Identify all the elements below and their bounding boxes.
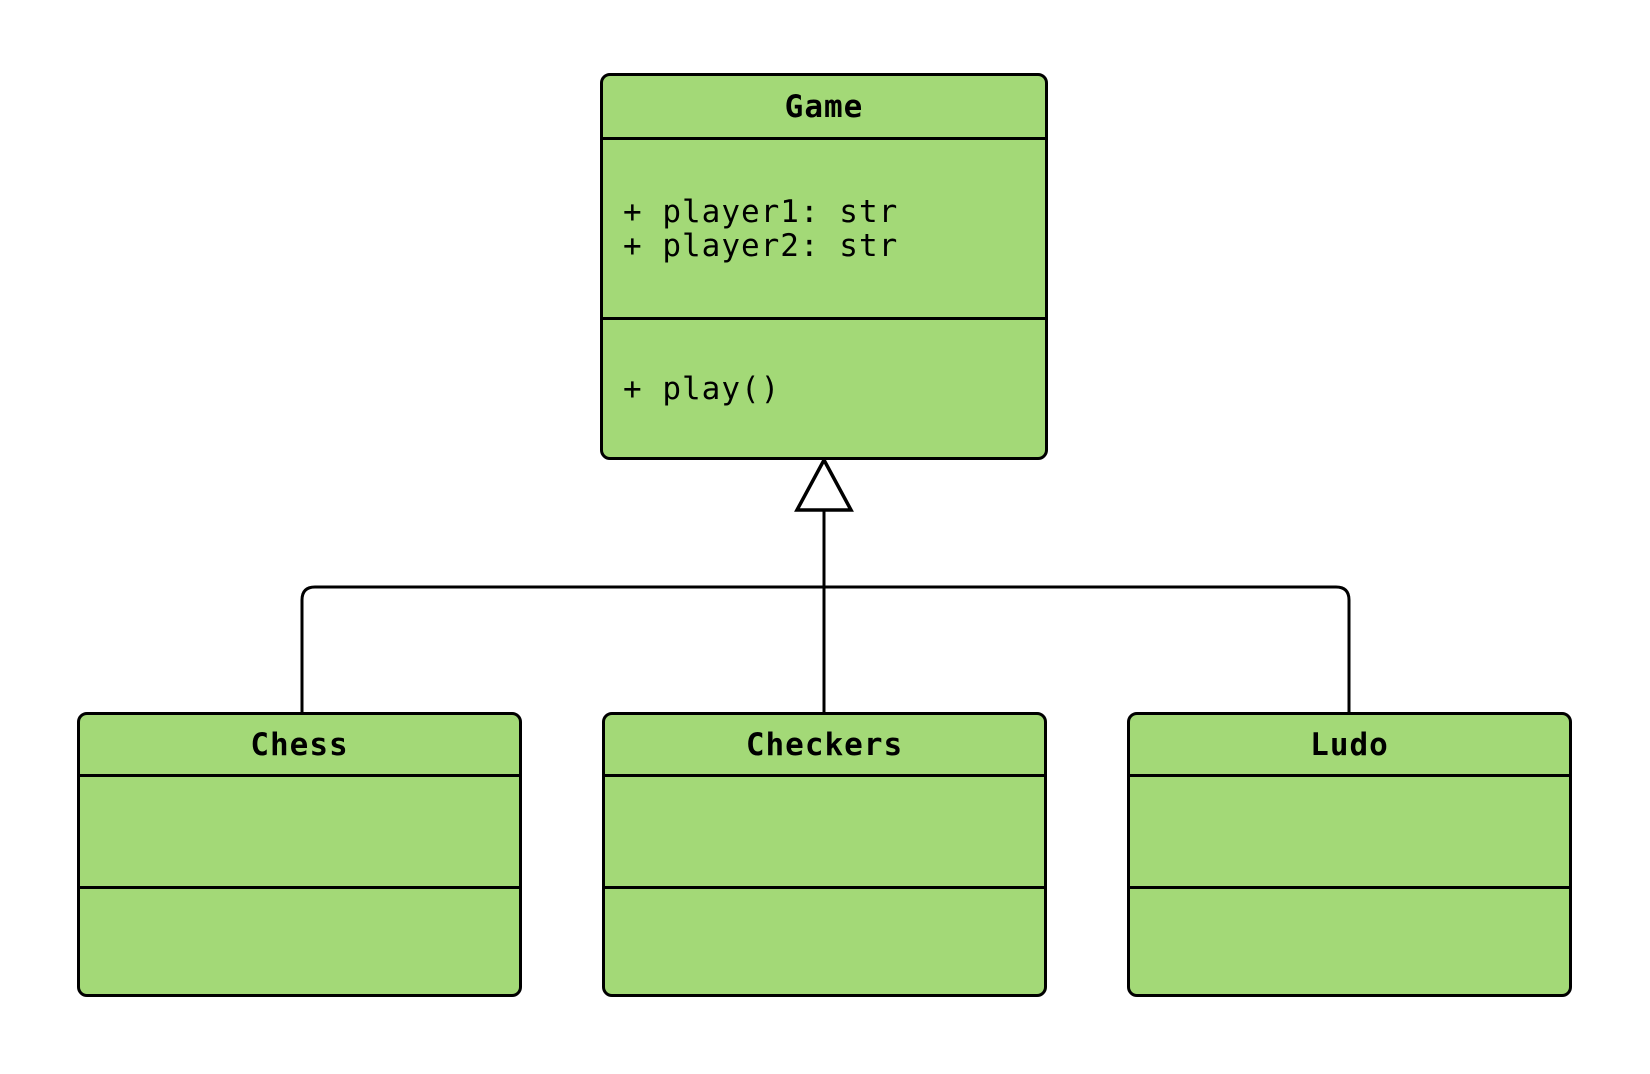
class-attributes-checkers [605, 777, 1044, 889]
class-title-chess: Chess [80, 715, 519, 777]
class-box-chess: Chess [77, 712, 522, 997]
class-box-ludo: Ludo [1127, 712, 1572, 997]
class-title-game: Game [603, 76, 1045, 140]
class-title-checkers: Checkers [605, 715, 1044, 777]
class-attributes-ludo [1130, 777, 1569, 889]
attribute-line: + player1: str [623, 193, 899, 230]
class-attributes-chess [80, 777, 519, 889]
method-line: + play() [623, 370, 781, 407]
inheritance-triangle-icon [794, 456, 854, 512]
class-box-checkers: Checkers [602, 712, 1047, 997]
class-title-ludo: Ludo [1130, 715, 1569, 777]
connector-line-chess-ludo [300, 585, 1351, 712]
class-methods-chess [80, 889, 519, 994]
class-methods-game: + play() [603, 320, 1045, 457]
attribute-line: + player2: str [623, 227, 899, 264]
class-box-game: Game + player1: str + player2: str + pla… [600, 73, 1048, 460]
class-methods-ludo [1130, 889, 1569, 994]
class-attributes-game: + player1: str + player2: str [603, 140, 1045, 320]
class-methods-checkers [605, 889, 1044, 994]
